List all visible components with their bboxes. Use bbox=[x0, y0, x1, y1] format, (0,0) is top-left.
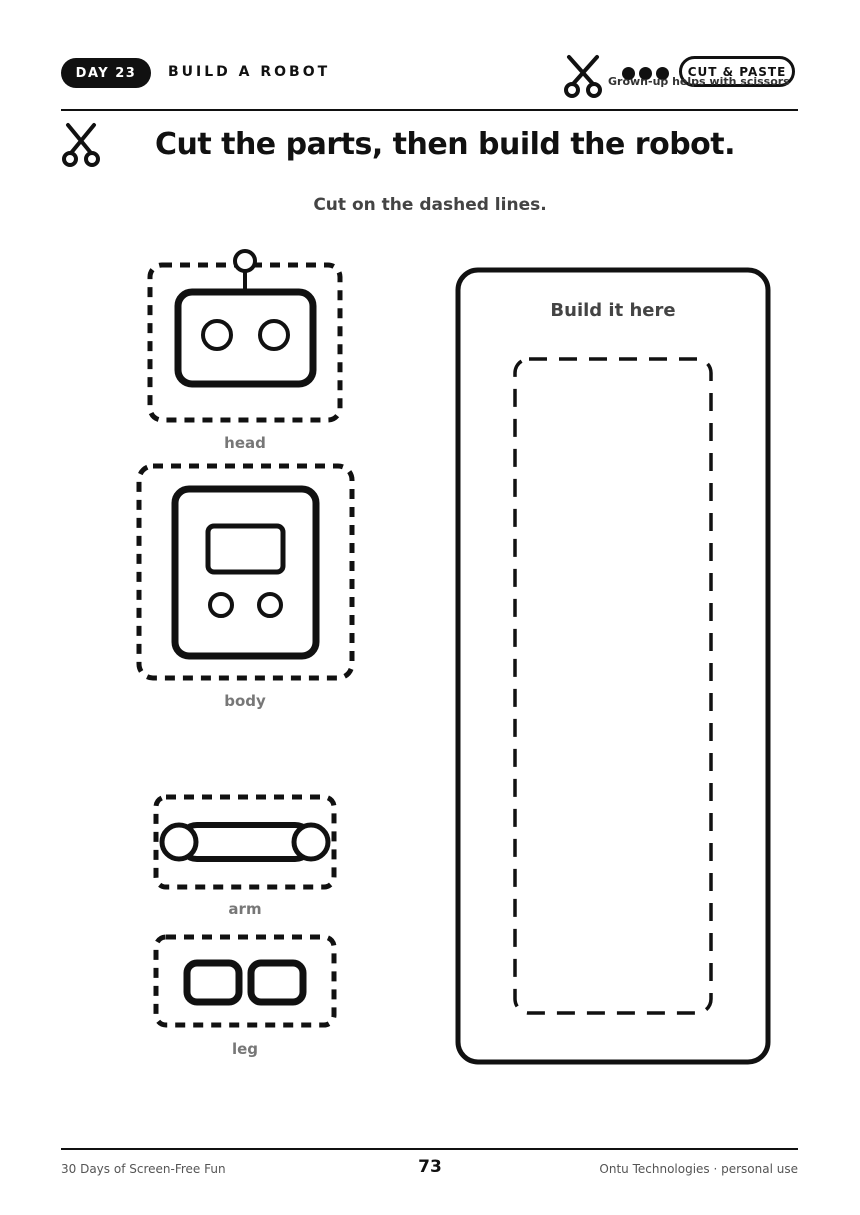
instruction-text: Cut on the dashed lines. bbox=[313, 195, 547, 215]
robot-joint-icon bbox=[159, 822, 199, 862]
cut-paste-badge: CUT & PASTE bbox=[679, 56, 795, 87]
paste-zone bbox=[513, 357, 713, 1015]
build-area-label: Build it here bbox=[550, 300, 676, 321]
activity-title: BUILD A ROBOT bbox=[168, 64, 331, 80]
cutout-leg[interactable] bbox=[0, 0, 337, 1028]
helper-note: Grown-up helps with scissors bbox=[608, 75, 790, 88]
robot-body-icon bbox=[171, 485, 320, 660]
difficulty-dot bbox=[639, 67, 652, 80]
robot-head-icon bbox=[174, 288, 317, 388]
part-label-leg: leg bbox=[231, 1040, 259, 1058]
footer-series-title: 30 Days of Screen-Free Fun bbox=[61, 1162, 226, 1176]
scissors-icon bbox=[62, 123, 100, 167]
robot-leg-icon bbox=[183, 959, 243, 1006]
difficulty-dot bbox=[656, 67, 669, 80]
robot-eye-icon bbox=[201, 319, 233, 351]
footer-copyright: Ontu Technologies · personal use bbox=[599, 1162, 798, 1176]
part-label-head: head bbox=[224, 434, 266, 452]
robot-leg-icon bbox=[247, 959, 307, 1006]
cutout-head[interactable] bbox=[0, 0, 343, 423]
robot-button-icon bbox=[257, 592, 283, 618]
day-label: DAY 23 bbox=[75, 65, 137, 81]
page-number: 73 bbox=[418, 1157, 442, 1177]
difficulty-dots bbox=[622, 67, 669, 80]
part-label-arm: arm bbox=[228, 900, 262, 918]
robot-screen-icon bbox=[205, 523, 286, 575]
difficulty-dot bbox=[622, 67, 635, 80]
cutout-arm[interactable] bbox=[0, 0, 337, 890]
robot-button-icon bbox=[208, 592, 234, 618]
robot-eye-icon bbox=[258, 319, 290, 351]
badge-label: CUT & PASTE bbox=[687, 64, 787, 79]
header-divider bbox=[61, 109, 798, 111]
part-label-body: body bbox=[224, 692, 266, 710]
page-title: Cut the parts, then build the robot. bbox=[154, 127, 736, 162]
footer-divider bbox=[61, 1148, 798, 1150]
scissors-icon bbox=[564, 55, 602, 98]
day-badge: DAY 23 bbox=[61, 58, 151, 88]
robot-joint-icon bbox=[291, 822, 331, 862]
cutout-body[interactable] bbox=[0, 0, 355, 681]
build-area[interactable] bbox=[0, 0, 771, 1065]
antenna-icon bbox=[233, 249, 257, 273]
